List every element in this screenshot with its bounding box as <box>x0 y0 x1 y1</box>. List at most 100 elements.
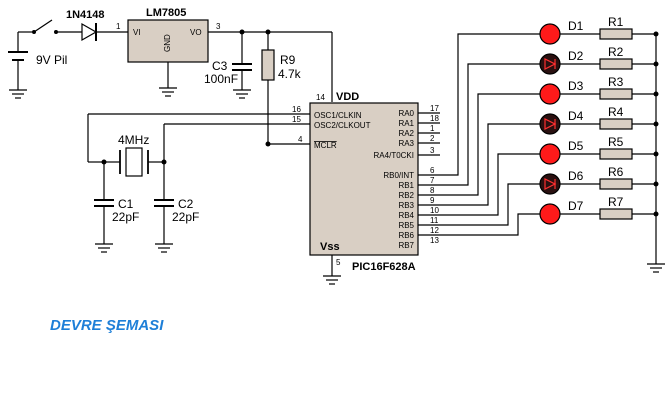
r9-name: R9 <box>280 53 296 67</box>
led-label: D1 <box>568 19 584 33</box>
mcu-pin-label: RB2 <box>398 191 414 200</box>
capacitor-c3 <box>232 32 252 90</box>
mcu-pin-label: RA4/T0CKI <box>374 151 414 160</box>
resistor-label: R6 <box>608 165 624 179</box>
resistor-label: R3 <box>608 75 624 89</box>
battery-label: 9V Pil <box>36 53 67 67</box>
mcu-pin-number: 13 <box>430 236 439 245</box>
mcu-pin-number: 11 <box>430 216 439 225</box>
capacitor-c1 <box>94 162 114 244</box>
led-d4 <box>539 113 561 135</box>
mcu-name: PIC16F628A <box>352 261 416 273</box>
c3-value: 100nF <box>204 72 238 86</box>
resistor-label: R4 <box>608 105 624 119</box>
mcu-pin-number: 8 <box>430 186 435 195</box>
mcu-pin-label: RB5 <box>398 221 414 230</box>
ground-symbol <box>159 87 177 97</box>
led-label: D4 <box>568 109 584 123</box>
resistor-r9 <box>261 32 275 144</box>
crystal <box>104 147 164 177</box>
diode-1n4148 <box>81 22 98 42</box>
c1-value: 22pF <box>112 210 139 224</box>
capacitor-c2 <box>154 162 174 244</box>
resistor-r6 <box>599 178 633 190</box>
c2-value: 22pF <box>172 210 199 224</box>
mcu-pin-number: 10 <box>430 206 439 215</box>
crystal-label: 4MHz <box>118 133 149 147</box>
mcu-pin-osc1-label: OSC1/CLKIN <box>314 111 362 120</box>
c3-name: C3 <box>212 59 228 73</box>
resistor-r2 <box>599 58 633 70</box>
led-label: D2 <box>568 49 584 63</box>
c2-name: C2 <box>178 197 194 211</box>
mcu-pin-label: RB3 <box>398 201 414 210</box>
r9-value: 4.7k <box>278 67 302 81</box>
regulator-body <box>127 19 209 63</box>
led-row: D6 R6 <box>418 165 659 226</box>
led-label: D3 <box>568 79 584 93</box>
mcu-pin-osc2-label: OSC2/CLKOUT <box>314 121 371 130</box>
mcu-pin-number: 6 <box>430 166 435 175</box>
mcu-pin-label: RB4 <box>398 211 414 220</box>
battery <box>8 38 28 90</box>
mcu-pin-mclr-label: MCLR <box>314 141 337 150</box>
ground-symbol <box>9 89 27 99</box>
mcu-pin-label: RA2 <box>398 129 414 138</box>
led-label: D5 <box>568 139 584 153</box>
mcu-pin-number: 17 <box>430 104 439 113</box>
mcu-body <box>309 102 419 256</box>
led-row: D5 R5 <box>418 135 659 216</box>
ground-symbol <box>233 89 251 99</box>
led-d5 <box>539 143 561 165</box>
mcu-vdd-label: VDD <box>336 91 359 103</box>
resistor-r7 <box>599 208 633 220</box>
resistor-label: R5 <box>608 135 624 149</box>
mcu-pin-label: RB7 <box>398 241 414 250</box>
ground-symbol <box>323 275 341 285</box>
mcu-pin-label: RB1 <box>398 181 414 190</box>
resistor-label: R1 <box>608 15 624 29</box>
reg-pin-out-number: 3 <box>216 22 221 31</box>
diagram-caption: DEVRE ŞEMASI <box>50 317 164 334</box>
led-row: D1 R1 <box>418 15 659 176</box>
mcu-pin-label: RA0 <box>398 109 414 118</box>
ground-symbol <box>647 263 665 273</box>
ground-symbol <box>95 243 113 253</box>
reg-pin-out: VO <box>190 28 202 37</box>
resistor-r3 <box>599 88 633 100</box>
mcu-pin-4-number: 4 <box>298 135 303 144</box>
mcu-pin-label: RB6 <box>398 231 414 240</box>
mcu-pin-number: 12 <box>430 226 439 235</box>
mcu-pin-label: RA1 <box>398 119 414 128</box>
mcu-pin-number: 3 <box>430 146 435 155</box>
led-d1 <box>539 23 561 45</box>
diode-label: 1N4148 <box>66 9 105 21</box>
c1-name: C1 <box>118 197 134 211</box>
led-label: D6 <box>568 169 584 183</box>
resistor-r1 <box>599 28 633 40</box>
reg-pin-in-number: 1 <box>116 22 121 31</box>
ground-symbol <box>155 243 173 253</box>
mcu-pin-number: 2 <box>430 134 435 143</box>
mcu-pin-label: RA3 <box>398 139 414 148</box>
mcu-pin-number: 7 <box>430 176 435 185</box>
reg-pin-gnd: GND <box>163 34 172 52</box>
mcu-pin-number: 9 <box>430 196 435 205</box>
mcu-vss-number: 5 <box>336 258 341 267</box>
mcu-vdd-number: 14 <box>316 93 325 102</box>
led-row: D3 R3 <box>418 75 659 196</box>
mcu-pin-number: 1 <box>430 124 435 133</box>
led-label: D7 <box>568 199 584 213</box>
mcu-pin-15-number: 15 <box>292 115 301 124</box>
resistor-r4 <box>599 118 633 130</box>
regulator-label: LM7805 <box>146 7 186 19</box>
mcu-pin-label: RB0/INT <box>383 171 414 180</box>
mcu-pin-16-number: 16 <box>292 105 301 114</box>
led-d2 <box>539 53 561 75</box>
mcu-vss-label: Vss <box>320 241 340 253</box>
mcu-pin-number: 18 <box>430 114 439 123</box>
